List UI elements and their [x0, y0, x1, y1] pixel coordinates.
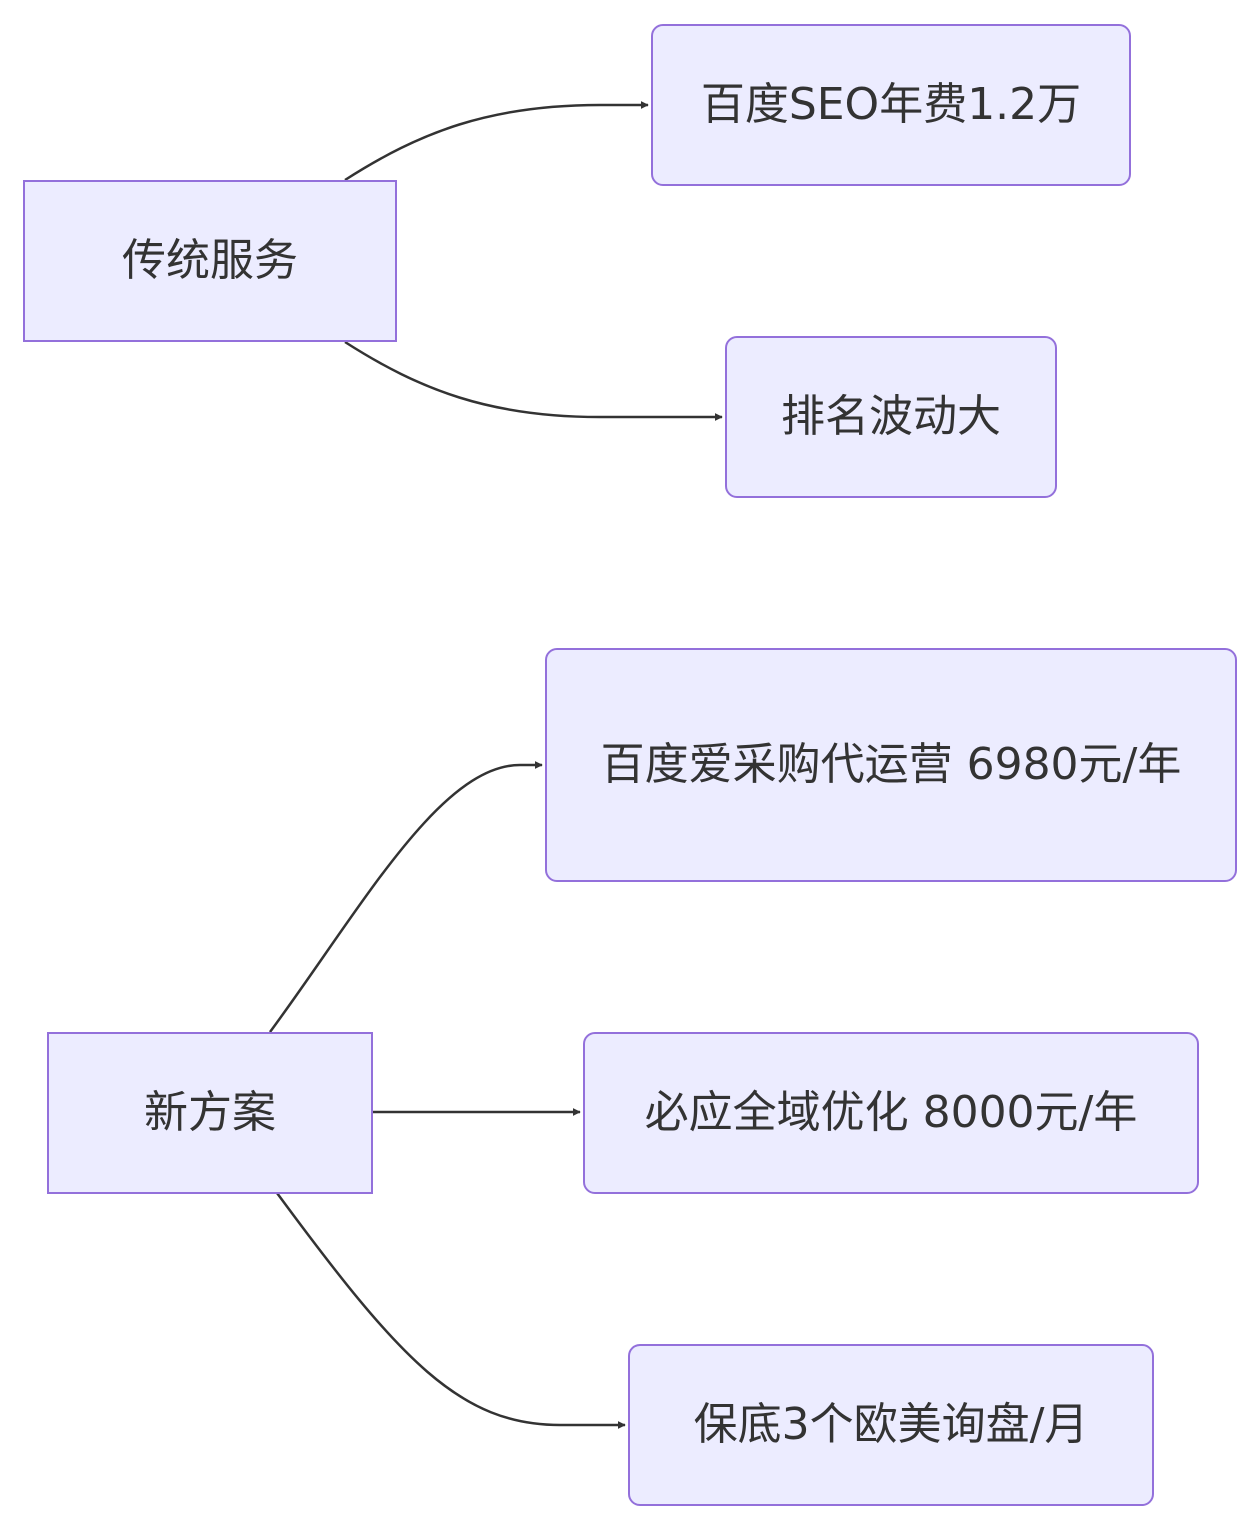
- node-traditional-service-label: 传统服务: [122, 235, 298, 286]
- node-aicaigou-operation: 百度爱采购代运营 6980元/年: [545, 648, 1237, 882]
- node-bing-optimization: 必应全域优化 8000元/年: [583, 1032, 1199, 1194]
- node-baidu-seo-fee-label: 百度SEO年费1.2万: [700, 79, 1082, 130]
- node-aicaigou-operation-label: 百度爱采购代运营 6980元/年: [600, 739, 1182, 790]
- node-inquiry-guarantee-label: 保底3个欧美询盘/月: [693, 1399, 1089, 1450]
- edge-newplan-to-guarantee: [275, 1192, 626, 1429]
- node-new-plan-label: 新方案: [144, 1087, 276, 1138]
- node-bing-optimization-label: 必应全域优化 8000元/年: [644, 1087, 1138, 1138]
- node-traditional-service: 传统服务: [23, 180, 397, 342]
- node-new-plan: 新方案: [47, 1032, 373, 1194]
- node-ranking-volatile: 排名波动大: [725, 336, 1057, 498]
- edge-traditional-to-baidu-seo: [344, 101, 649, 182]
- node-baidu-seo-fee: 百度SEO年费1.2万: [651, 24, 1131, 186]
- node-ranking-volatile-label: 排名波动大: [781, 391, 1001, 442]
- edge-traditional-to-ranking: [344, 340, 723, 421]
- edge-newplan-to-aicaigou: [268, 761, 543, 1033]
- node-inquiry-guarantee: 保底3个欧美询盘/月: [628, 1344, 1154, 1506]
